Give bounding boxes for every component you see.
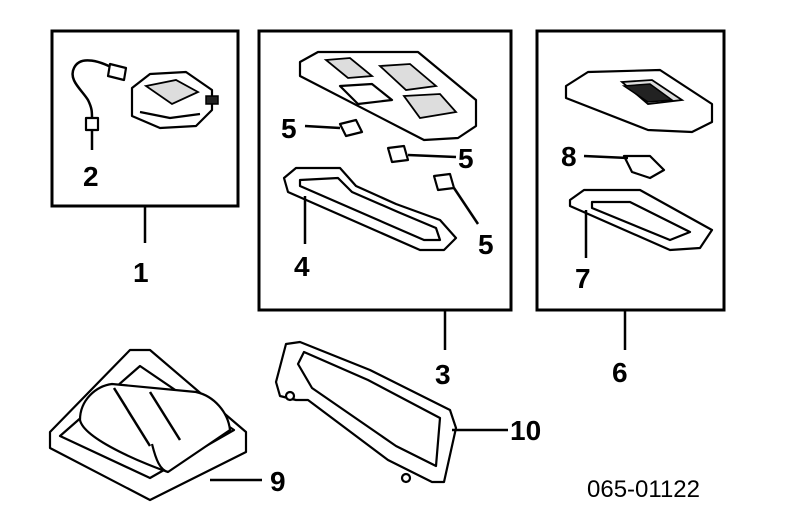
leader-5b [407,153,457,159]
lamp-housing-part [130,70,219,130]
part-9 [48,348,248,502]
bulbs-5-parts [338,118,456,192]
bulb-8-part [622,154,666,180]
callout-10: 10 [510,415,541,446]
part-10 [274,340,458,484]
callout-9: 9 [270,466,286,497]
diagram-code: 065-01122 [587,476,700,503]
callout-7: 7 [575,263,591,294]
leader-8 [583,154,629,160]
overhead-console-part [298,50,478,142]
callout-4: 4 [294,251,310,282]
group-box-3 [257,29,513,312]
lens-7-part [568,188,714,252]
callout-3: 3 [435,359,451,390]
dome-lamp-part [564,68,714,134]
group-box-6 [535,29,726,312]
wire-harness-part [71,59,128,150]
leader-5a [304,124,341,130]
leader-5c [452,187,480,225]
callout-8: 8 [561,141,577,172]
callout-1: 1 [133,257,149,288]
callout-5c: 5 [478,229,494,260]
callout-5a: 5 [281,113,297,144]
callout-6: 6 [612,357,628,388]
callout-5b: 5 [458,143,474,174]
lens-4-part [282,166,458,252]
callout-2: 2 [83,161,99,192]
